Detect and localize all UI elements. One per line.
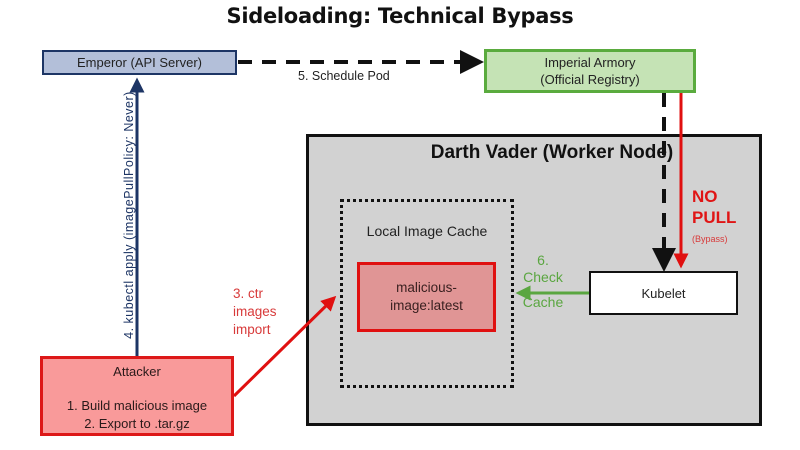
attacker-step1: 1. Build malicious image (66, 398, 208, 413)
check-cache-line1: 6. (537, 252, 549, 268)
ctr-import-line2: images (233, 304, 277, 319)
local-image-cache-label: Local Image Cache (366, 223, 488, 239)
no-pull-line1: NO (692, 187, 718, 206)
no-pull-label: NO PULL (692, 186, 752, 228)
ctr-import-line1: 3. ctr (233, 286, 264, 301)
armory-line1: Imperial Armory (544, 55, 636, 70)
imperial-armory-node: Imperial Armory (Official Registry) (484, 49, 696, 93)
kubectl-apply-label: 4. kubectl apply (imagePullPolicy: Never… (122, 91, 136, 339)
emperor-api-server-node: Emperor (API Server) (42, 50, 237, 75)
no-pull-line2: PULL (692, 208, 737, 227)
attacker-title: Attacker (113, 364, 161, 379)
worker-node-label: Darth Vader (Worker Node) (430, 142, 674, 163)
check-cache-line3: Cache (522, 294, 564, 310)
attacker-node: Attacker 1. Build malicious image 2. Exp… (40, 356, 234, 436)
bypass-note: (Bypass) (692, 234, 728, 244)
check-cache-line2: Check (523, 269, 563, 285)
diagram-title: Sideloading: Technical Bypass (226, 4, 574, 28)
check-cache-label: 6. Check Cache (518, 252, 568, 311)
schedule-pod-label: 5. Schedule Pod (298, 69, 390, 83)
malicious-image-line2: image:latest (390, 298, 463, 313)
kubectl-apply-label-wrap: 4. kubectl apply (imagePullPolicy: Never… (115, 80, 143, 350)
malicious-image-node: malicious- image:latest (357, 262, 496, 332)
attacker-step2: 2. Export to .tar.gz (84, 416, 190, 431)
local-image-cache-box (340, 199, 514, 388)
ctr-images-import-arrow (232, 295, 337, 398)
ctr-import-label: 3. ctr images import (233, 285, 293, 339)
kubelet-node: Kubelet (589, 271, 738, 315)
emperor-label: Emperor (API Server) (77, 55, 202, 70)
armory-line2: (Official Registry) (540, 72, 640, 87)
malicious-image-line1: malicious- (396, 280, 457, 295)
kubelet-label: Kubelet (641, 285, 686, 301)
ctr-import-line3: import (233, 322, 271, 337)
